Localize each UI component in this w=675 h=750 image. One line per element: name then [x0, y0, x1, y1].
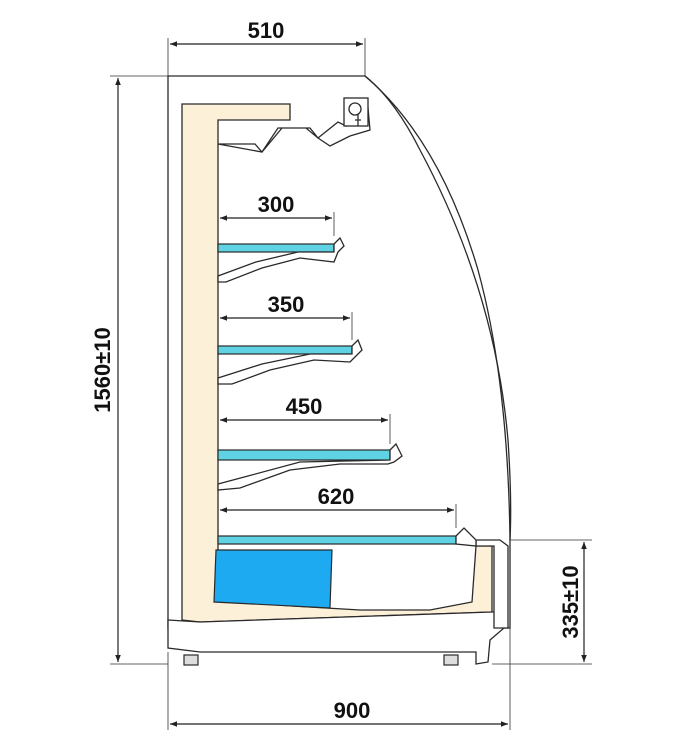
shelf-2-depth-dimension: 350: [220, 292, 353, 340]
height-dimension: 1560±10: [90, 75, 168, 665]
thermostat-icon: [343, 97, 369, 127]
top-width-label: 510: [248, 18, 285, 43]
shelf-2: [217, 338, 363, 385]
front-glass-curve: [364, 75, 511, 541]
top-width-dimension: 510: [167, 18, 366, 76]
right-foot: [443, 654, 459, 666]
shelf-3-depth-dimension: 450: [220, 394, 391, 444]
shelf-3: [217, 442, 403, 491]
base-height-dimension: 335±10: [492, 539, 592, 665]
bottom-container: [213, 549, 333, 609]
dimensions: 510 1560±10 900 335±10 300: [90, 18, 592, 730]
shelf-1-bracket: [217, 236, 345, 283]
shelf-3-depth-label: 450: [286, 394, 323, 419]
shelf-3-glass: [217, 449, 391, 461]
left-foot: [183, 654, 199, 666]
base-height-label: 335±10: [558, 565, 583, 638]
shelf-1-depth-dimension: 300: [220, 192, 335, 236]
shelf-1-depth-label: 300: [258, 192, 295, 217]
shelf-2-depth-label: 350: [268, 292, 305, 317]
shelf-2-bracket: [217, 338, 363, 385]
shelf-4: [217, 527, 477, 547]
bottom-width-label: 900: [334, 698, 371, 723]
shelf-4-front-lip: [455, 527, 477, 547]
shelf-3-bracket: [217, 442, 403, 491]
shelf-4-glass: [217, 535, 457, 545]
shelf-1: [217, 236, 345, 283]
shelf-1-glass: [217, 243, 335, 253]
front-ledge: [475, 539, 509, 629]
shelves: [217, 236, 477, 547]
shelf-4-depth-dimension: 620: [220, 484, 457, 528]
shelf-2-glass: [217, 345, 353, 355]
height-label: 1560±10: [90, 327, 115, 413]
base-plinth: [167, 611, 505, 665]
shelf-4-depth-label: 620: [318, 484, 355, 509]
bottom-width-dimension: 900: [167, 628, 511, 730]
